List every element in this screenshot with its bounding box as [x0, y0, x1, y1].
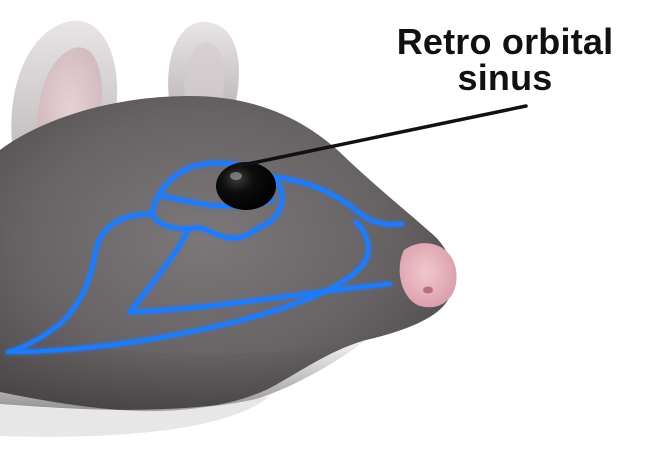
eye [216, 162, 276, 210]
label-line-2: sinus [370, 60, 640, 96]
retro-orbital-sinus-label: Retro orbital sinus [370, 24, 640, 96]
label-line-1: Retro orbital [370, 24, 640, 60]
